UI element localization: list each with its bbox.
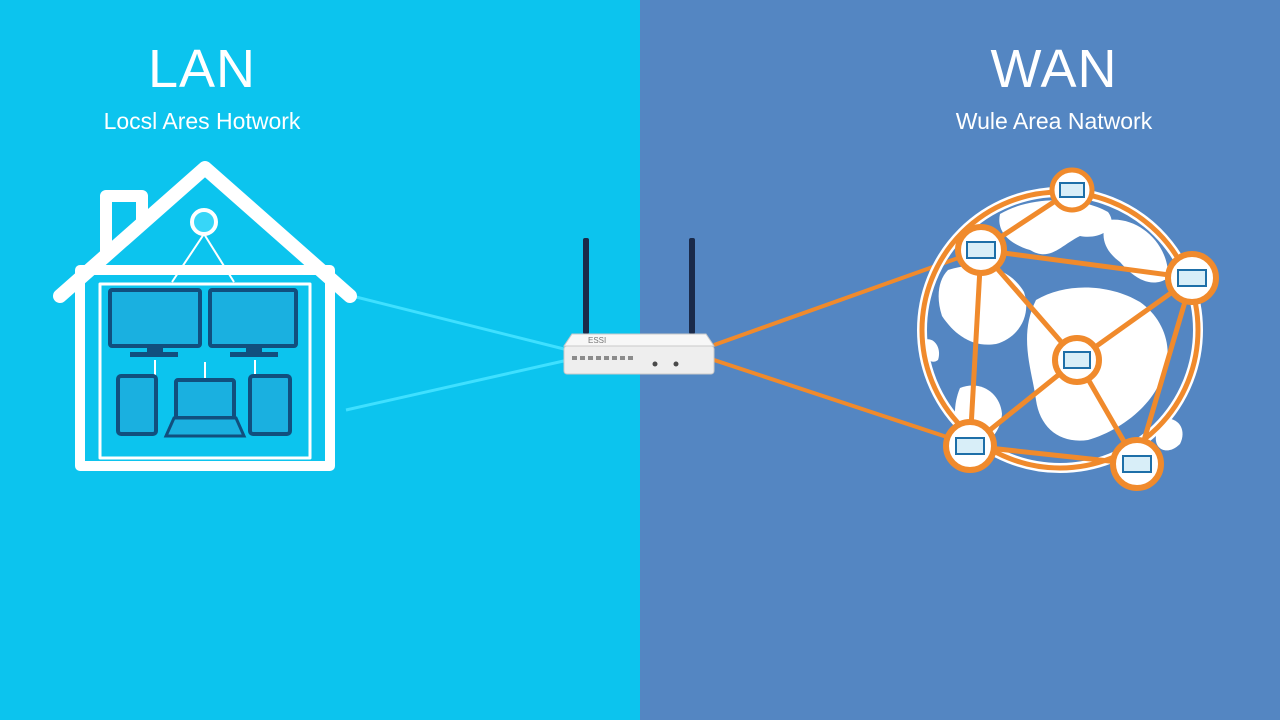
monitor-icon [208,288,298,357]
router-port-row [572,356,633,360]
laptop-icon [163,378,247,438]
computer-node-icon [1110,437,1164,491]
computer-node-icon [943,419,997,473]
globe-icon [917,187,1203,473]
wifi-router-icon: ESSI [563,238,715,375]
lan-link-lower [345,358,569,412]
wan-subtitle: Wule Area Natwork [955,108,1153,134]
tablet-icon [116,374,158,436]
router-label: ESSI [588,336,606,345]
computer-node-icon [1049,167,1095,213]
wan-panel [640,0,1280,720]
wan-title: WAN [990,39,1118,99]
lan-panel [0,0,640,720]
computer-node-icon [1165,251,1219,305]
lan-subtitle: Locsl Ares Hotwork [103,108,301,134]
computer-node-icon [955,224,1007,276]
lan-link-upper [351,294,569,352]
wan-link-lower [713,358,969,446]
house-icon [53,161,357,471]
computer-node-icon [1052,335,1102,385]
monitor-icon [108,288,202,357]
tablet-icon [248,374,292,436]
lan-title: LAN [147,39,257,99]
